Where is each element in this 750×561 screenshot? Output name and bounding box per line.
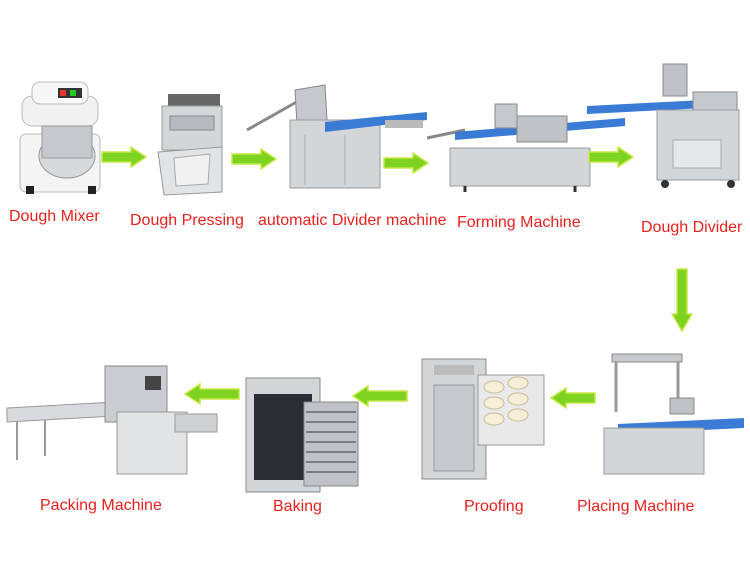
automatic-divider-machine-image xyxy=(245,80,430,190)
arrow-divider-to-forming xyxy=(383,152,429,174)
label-dough-mixer: Dough Mixer xyxy=(9,208,100,225)
label-forming-machine: Forming Machine xyxy=(457,214,581,231)
label-placing-machine: Placing Machine xyxy=(577,498,695,515)
arrow-down-to-placing xyxy=(671,268,693,332)
placing-machine-image xyxy=(598,352,748,480)
arrow-baking-to-packing xyxy=(184,383,240,405)
arrow-mixer-to-pressing xyxy=(101,146,147,168)
label-automatic-divider-machine: automatic Divider machine xyxy=(258,212,447,229)
packing-machine-image xyxy=(5,364,220,476)
dough-mixer-image xyxy=(12,74,107,194)
label-dough-pressing: Dough Pressing xyxy=(130,212,244,229)
label-baking: Baking xyxy=(273,498,322,515)
arrow-placing-to-proofing xyxy=(550,387,596,409)
arrow-pressing-to-divider xyxy=(231,148,277,170)
forming-machine-image xyxy=(425,100,630,192)
baking-oven-image xyxy=(244,376,362,494)
dough-pressing-image xyxy=(150,92,230,197)
proofing-cabinet-image xyxy=(420,357,548,482)
label-packing-machine: Packing Machine xyxy=(40,497,162,514)
arrow-proofing-to-baking xyxy=(352,385,408,407)
dough-divider-image xyxy=(585,62,745,188)
arrow-forming-to-dough-divider xyxy=(588,146,634,168)
label-dough-divider: Dough Divider xyxy=(641,219,743,236)
label-proofing: Proofing xyxy=(464,498,524,515)
